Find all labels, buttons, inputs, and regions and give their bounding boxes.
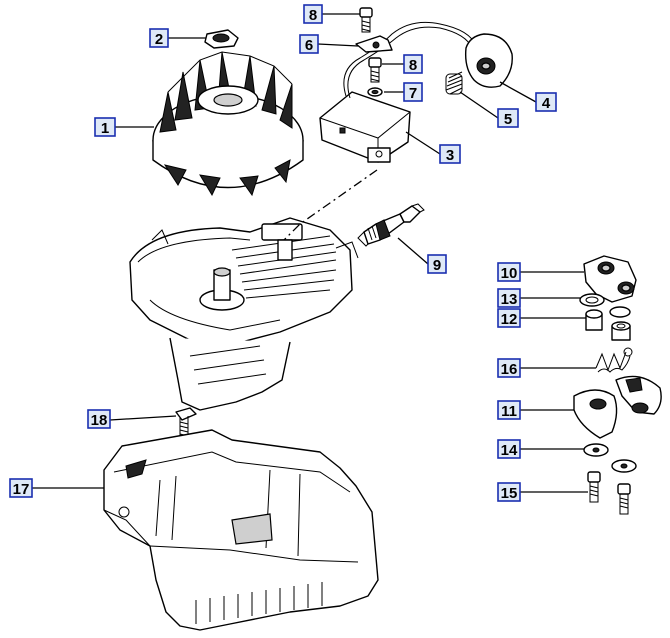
part-flywheel: [152, 51, 304, 197]
callout-3: 3: [439, 144, 461, 164]
callout-label-2: 2: [155, 31, 163, 48]
callout-8-mid: 8: [403, 54, 423, 74]
part-spark-plug: [357, 203, 425, 247]
part-engine-block: [129, 217, 359, 411]
callout-4: 4: [535, 92, 557, 112]
callout-13: 13: [497, 288, 521, 308]
part-washer-14: [583, 443, 637, 473]
callout-label-7: 7: [409, 85, 417, 102]
callout-17: 17: [9, 478, 33, 498]
callout-label-10: 10: [501, 265, 518, 282]
callout-label-8-mid: 8: [409, 57, 417, 74]
callout-label-18: 18: [91, 412, 108, 429]
leader-module-to-cylinder: [283, 169, 378, 241]
part-bushing-12b: [609, 306, 631, 341]
part-screw-8-top: [359, 7, 373, 33]
part-shroud: [103, 429, 379, 631]
part-nut: [204, 29, 239, 49]
callout-15: 15: [497, 482, 521, 502]
part-clutch-shoe: [573, 375, 662, 439]
part-terminal: [355, 35, 393, 53]
leader-lines: [32, 13, 596, 493]
part-bushing-12a: [585, 309, 603, 331]
callout-label-5: 5: [504, 111, 512, 128]
callout-18: 18: [87, 409, 111, 429]
part-washer-13: [579, 293, 605, 307]
callout-label-13: 13: [501, 291, 518, 308]
callout-label-3: 3: [446, 147, 454, 164]
callout-8-top: 8: [303, 4, 323, 24]
part-screw-8-mid: [368, 57, 382, 83]
callout-label-9: 9: [433, 257, 441, 274]
callout-12: 12: [497, 308, 521, 328]
callout-label-11: 11: [501, 403, 517, 420]
callout-5: 5: [497, 108, 519, 128]
callout-1: 1: [94, 117, 116, 137]
part-washer-7: [367, 87, 383, 97]
callout-label-14: 14: [501, 442, 518, 459]
part-screw-15b: [617, 483, 631, 515]
part-screw-15a: [587, 471, 601, 503]
callout-14: 14: [497, 439, 521, 459]
callout-label-12: 12: [501, 311, 518, 328]
callout-label-16: 16: [501, 361, 518, 378]
part-spring-16: [595, 347, 633, 373]
part-ignition-module: [319, 91, 411, 163]
callout-16: 16: [497, 358, 521, 378]
part-spark-boot: [343, 21, 513, 99]
callout-label-8-top: 8: [309, 7, 317, 24]
callout-7: 7: [403, 82, 423, 102]
callout-label-1: 1: [101, 120, 109, 137]
callout-11: 11: [497, 400, 521, 420]
callout-label-4: 4: [542, 95, 551, 112]
callout-6: 6: [299, 34, 319, 54]
callout-2: 2: [149, 28, 169, 48]
callout-10: 10: [497, 262, 521, 282]
callout-label-6: 6: [305, 37, 313, 54]
callout-label-15: 15: [501, 485, 518, 502]
callout-label-17: 17: [13, 481, 30, 498]
callout-9: 9: [427, 254, 447, 274]
part-clutch-hub: [583, 255, 637, 303]
part-spring-5: [445, 71, 463, 95]
